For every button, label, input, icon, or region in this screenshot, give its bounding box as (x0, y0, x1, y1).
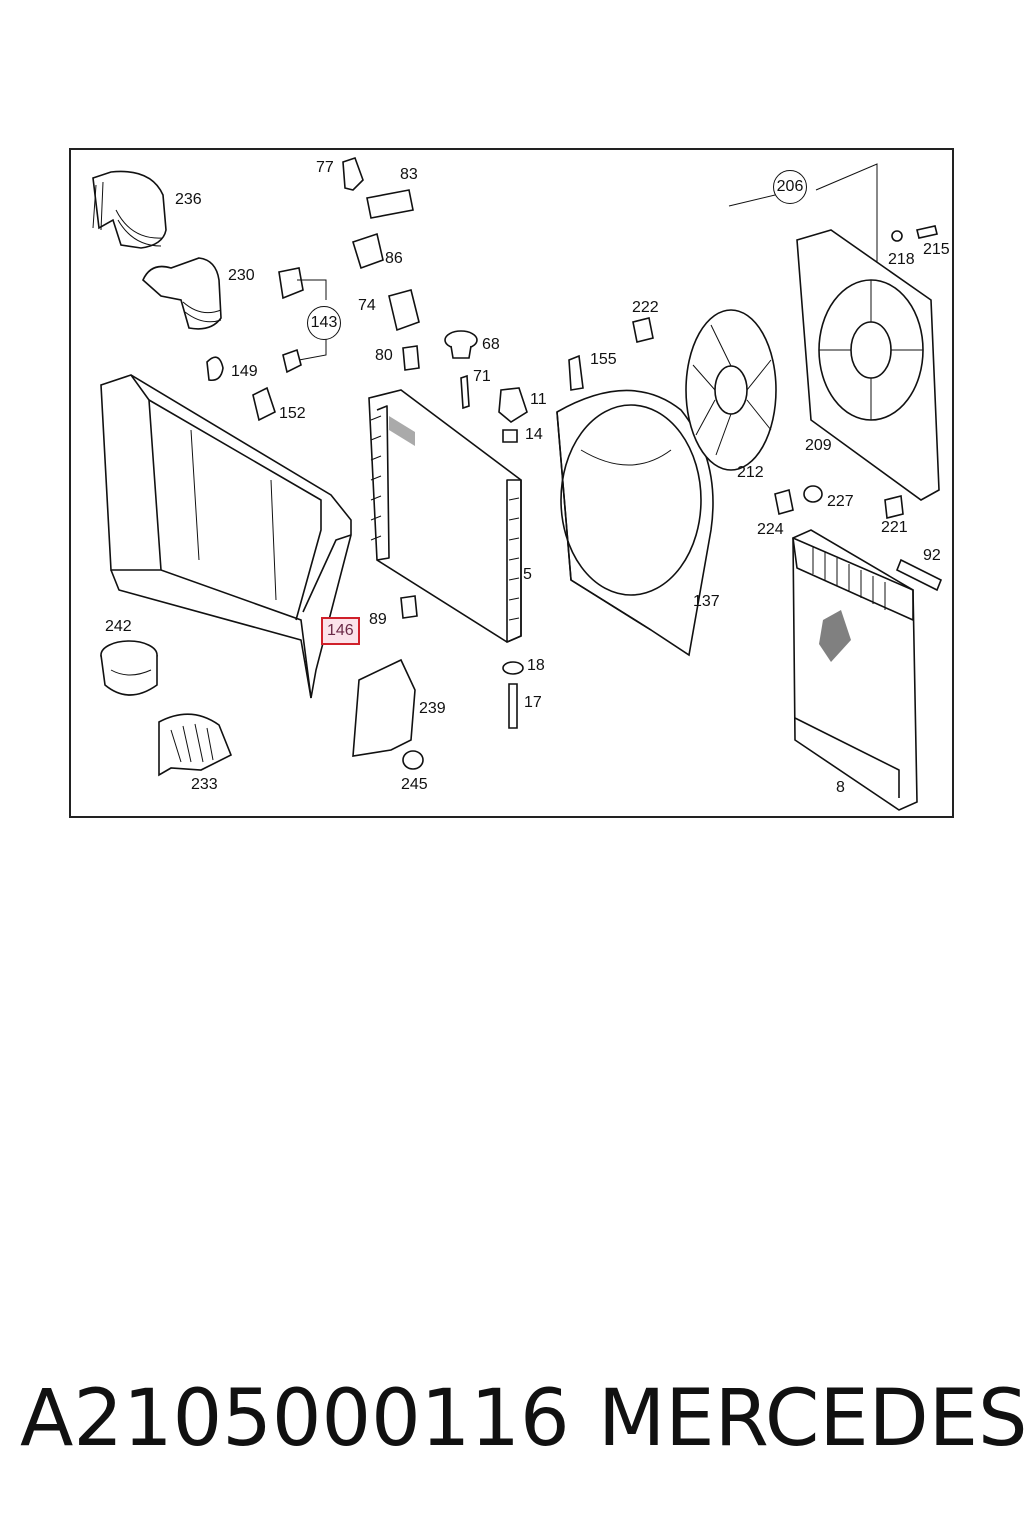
exploded-parts-diagram (92, 156, 943, 811)
bolt-215-drawing (916, 225, 938, 239)
radiator-cap-68-drawing (444, 330, 478, 359)
clip-74-drawing (388, 289, 420, 332)
callout-221: 221 (881, 519, 908, 536)
callout-86: 86 (385, 250, 403, 267)
callout-68: 68 (482, 336, 500, 353)
callout-89: 89 (369, 611, 387, 628)
boot-242-drawing (100, 640, 158, 696)
shroud-146-drawing (100, 374, 352, 699)
callout-92: 92 (923, 547, 941, 564)
clip-group-143-drawing (278, 267, 327, 374)
brand-text: MERCEDES (598, 1374, 1024, 1464)
callout-77: 77 (316, 159, 334, 176)
callout-236: 236 (175, 191, 202, 208)
radiator-8-drawing (792, 529, 918, 811)
fan-shroud-137-drawing (556, 389, 714, 657)
clip-80-drawing (402, 345, 420, 371)
washer-218-drawing (891, 230, 903, 242)
callout-83: 83 (400, 166, 418, 183)
pipe-92-drawing (895, 558, 943, 592)
bracket-239-drawing (352, 658, 416, 757)
parts-diagram-frame: 77 83 86 74 80 236 230 143 149 152 68 71… (69, 148, 954, 818)
callout-245: 245 (401, 776, 428, 793)
callout-222: 222 (632, 299, 659, 316)
clip-152-drawing (252, 386, 276, 422)
callout-137: 137 (693, 593, 720, 610)
callout-149: 149 (231, 363, 258, 380)
drain-plug-17-drawing (508, 683, 518, 729)
callout-206: 206 (773, 170, 807, 204)
clip-83-drawing (366, 189, 414, 219)
callout-17: 17 (524, 694, 542, 711)
fan-shroud-209-drawing (796, 229, 940, 501)
clip-221-drawing (884, 495, 904, 519)
clip-155-drawing (568, 354, 584, 391)
nut-227-drawing (803, 485, 823, 503)
part-caption: A2105000116 MERCEDES (20, 1374, 1024, 1464)
callout-80: 80 (375, 347, 393, 364)
hose-elbow-236-drawing (92, 170, 167, 249)
callout-209: 209 (805, 437, 832, 454)
callout-233: 233 (191, 776, 218, 793)
clip-86-drawing (352, 232, 384, 270)
radiator-5-drawing (368, 389, 522, 643)
callout-18: 18 (527, 657, 545, 674)
callout-74: 74 (358, 297, 376, 314)
clip-89-drawing (400, 595, 418, 619)
callout-14: 14 (525, 426, 543, 443)
callout-8: 8 (836, 779, 845, 796)
boot-233-drawing (158, 713, 233, 777)
callout-242: 242 (105, 618, 132, 635)
nut-14-drawing (502, 429, 518, 443)
callout-218: 218 (888, 251, 915, 268)
clip-149-drawing (206, 356, 224, 382)
fan-212-drawing (685, 309, 777, 471)
sensor-71-drawing (460, 374, 470, 410)
callout-155: 155 (590, 351, 617, 368)
callout-71: 71 (473, 368, 491, 385)
callout-227: 227 (827, 493, 854, 510)
washer-18-drawing (502, 661, 524, 675)
callout-230: 230 (228, 267, 255, 284)
callout-215: 215 (923, 241, 950, 258)
clip-222-drawing (632, 317, 654, 343)
callout-239: 239 (419, 700, 446, 717)
sensor-11-drawing (498, 387, 528, 423)
plug-245-drawing (402, 750, 424, 770)
callout-212: 212 (737, 464, 764, 481)
callout-5: 5 (523, 566, 532, 583)
sensor-224-drawing (774, 488, 794, 516)
callout-146-highlighted[interactable]: 146 (321, 617, 360, 645)
callout-224: 224 (757, 521, 784, 538)
callout-152: 152 (279, 405, 306, 422)
part-number-text: A2105000116 (20, 1374, 570, 1464)
callout-11: 11 (530, 391, 547, 408)
callout-143: 143 (307, 306, 341, 340)
clip-77-drawing (342, 156, 364, 191)
hose-elbow-230-drawing (142, 257, 222, 330)
